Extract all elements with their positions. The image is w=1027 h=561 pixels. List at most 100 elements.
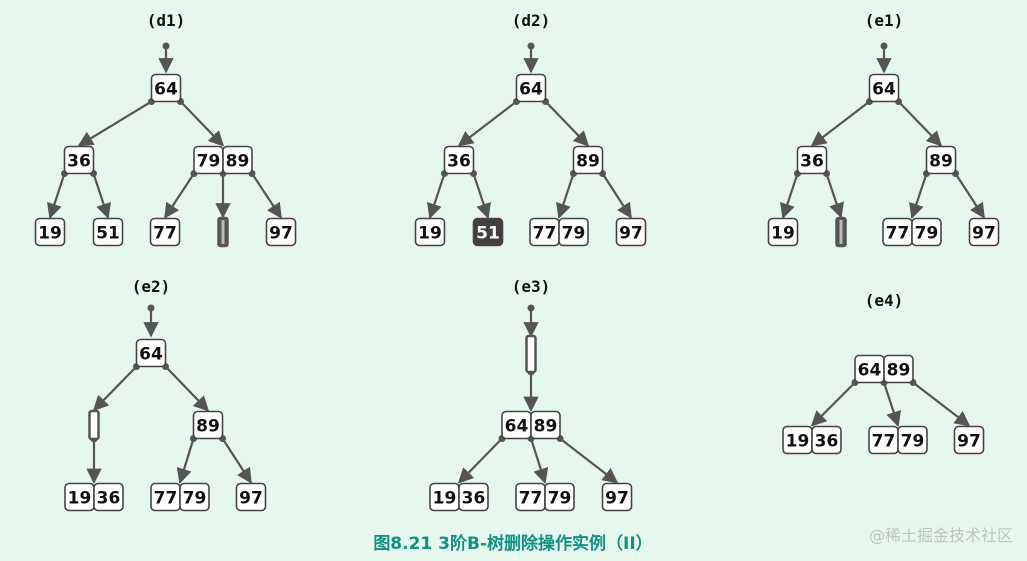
key-value: 97	[239, 489, 263, 509]
btree-node-root: 64	[868, 73, 900, 103]
key-value: 64	[139, 345, 163, 365]
key-value: 36	[462, 489, 486, 509]
tree-edge-root-a	[457, 100, 518, 147]
key-box	[572, 145, 604, 175]
key-value: 79	[183, 489, 207, 509]
key-box	[767, 217, 799, 247]
btree-node-a: 36	[63, 145, 95, 175]
key-value: 77	[872, 432, 896, 452]
tree-edge-b-b0	[909, 173, 928, 219]
empty-node-shade	[221, 220, 225, 244]
key-value: 64	[519, 80, 543, 100]
btree-node-b0: 77	[149, 217, 181, 247]
btree-node-b1: 97	[968, 217, 1000, 247]
key-value: 19	[418, 224, 442, 244]
btree-node-a1: 51	[472, 217, 504, 247]
empty-node-placeholder	[88, 409, 100, 441]
key-value: 89	[196, 417, 220, 437]
key-box	[235, 482, 267, 512]
tree-edge-a-a1	[92, 173, 111, 219]
key-value: 36	[447, 152, 471, 172]
key-value: 51	[96, 224, 120, 244]
btree-node-a2: 97	[953, 425, 985, 455]
key-value: 97	[957, 432, 981, 452]
key-value: 89	[929, 152, 953, 172]
btree-node-b: 89	[192, 410, 224, 440]
tree-edge-b-b0	[556, 173, 575, 219]
tree-edge-a-a1	[529, 438, 549, 484]
tree-edge-b-b1	[954, 172, 985, 219]
key-box	[897, 425, 928, 455]
key-box	[558, 217, 589, 247]
btree-node-a	[88, 409, 100, 441]
key-box	[811, 425, 842, 455]
key-value: 89	[534, 417, 558, 437]
panel-label: (e4)	[865, 291, 904, 310]
key-value: 97	[605, 489, 629, 509]
tree-edge-root-a2	[912, 381, 971, 427]
btree-node-root: 64	[150, 73, 182, 103]
key-box	[883, 354, 914, 384]
btree-node-a0: 19	[767, 217, 799, 247]
key-box	[93, 482, 124, 512]
tree-edge-b-b2	[251, 172, 282, 219]
key-box	[796, 145, 828, 175]
key-value: 77	[154, 489, 178, 509]
tree-edge-a-a2	[559, 437, 619, 484]
key-box	[63, 145, 95, 175]
tree-edge-a-a0	[47, 173, 66, 219]
key-box	[544, 482, 575, 512]
key-value: 97	[619, 224, 643, 244]
key-value: 77	[533, 224, 557, 244]
panel-label: (e2)	[132, 277, 171, 296]
tree-edge-root-a0	[810, 381, 856, 427]
btree-node-a0: 19	[414, 217, 446, 247]
key-box	[149, 217, 181, 247]
btree-node-a2: 97	[601, 482, 633, 512]
key-value: 36	[815, 432, 839, 452]
tree-edge-root-b	[179, 100, 225, 147]
key-value: 89	[887, 361, 911, 381]
key-value: 64	[872, 80, 896, 100]
tree-edge-b-b0	[176, 438, 195, 484]
btree-node-b1: 97	[615, 217, 647, 247]
key-value: 19	[771, 224, 795, 244]
key-box	[34, 217, 66, 247]
tree-edge-b-b1	[601, 172, 632, 219]
key-value: 77	[519, 489, 543, 509]
key-box	[615, 217, 647, 247]
key-value: 79	[548, 489, 572, 509]
key-box	[925, 145, 957, 175]
key-value: 36	[67, 152, 91, 172]
key-value: 19	[433, 489, 457, 509]
btree-node-root	[525, 334, 537, 374]
key-value: 36	[97, 489, 121, 509]
panel-label: (e3)	[512, 277, 551, 296]
tree-edge-a-a0	[457, 437, 503, 484]
btree-node-a1	[835, 216, 847, 248]
key-box	[601, 482, 633, 512]
key-value: 79	[901, 432, 925, 452]
key-box	[472, 217, 504, 247]
key-value: 64	[154, 80, 178, 100]
empty-node-shade	[839, 220, 843, 244]
key-box	[135, 338, 167, 368]
tree-edge-root-b	[897, 100, 943, 147]
btree-node-b2: 97	[265, 217, 297, 247]
tree-edge-a-a0	[780, 173, 799, 219]
key-value: 64	[858, 361, 882, 381]
figure-caption: 图8.21 3阶B-树删除操作实例（II）	[373, 533, 652, 554]
key-box	[530, 410, 561, 440]
